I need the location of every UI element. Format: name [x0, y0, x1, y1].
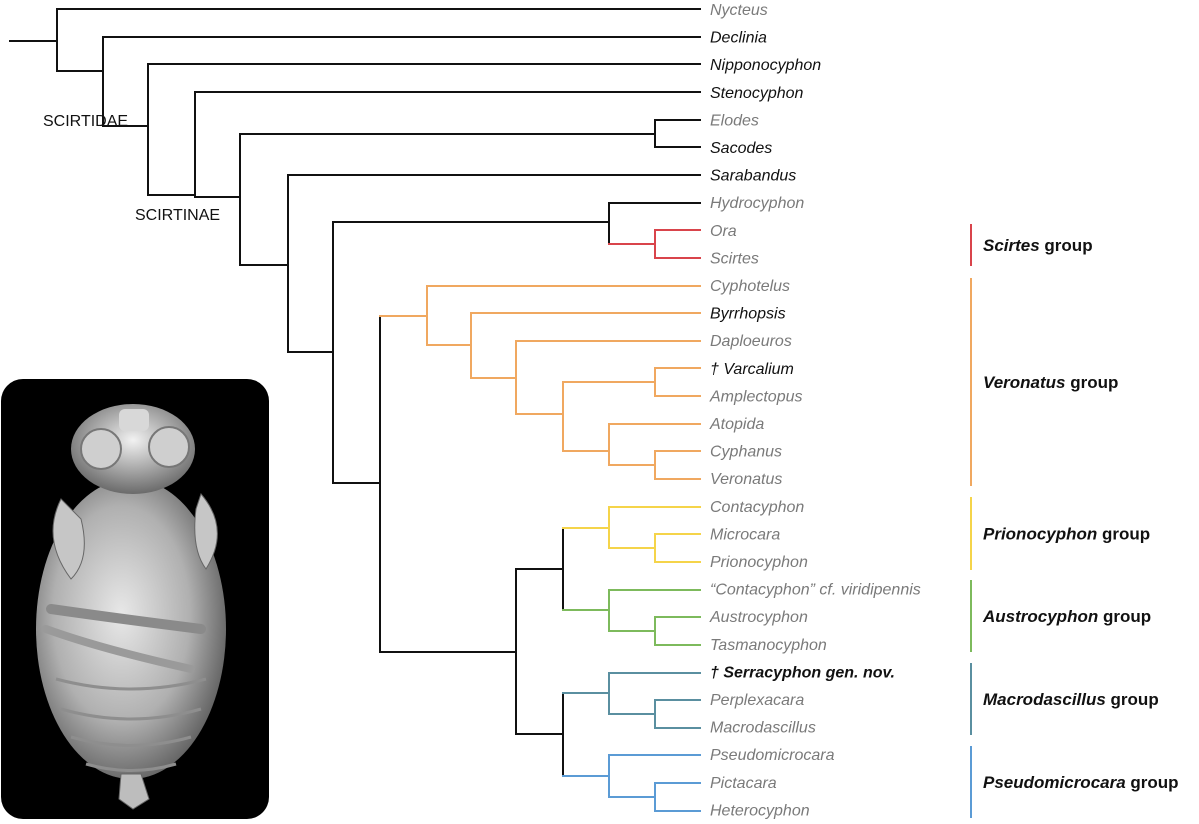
taxon-label: Pseudomicrocara: [710, 747, 835, 764]
taxon-label: Contacyphon: [710, 499, 804, 516]
group-label: Macrodascillus group: [983, 690, 1159, 709]
taxon-label: Nycteus: [710, 2, 768, 19]
taxon-label: Austrocyphon: [709, 609, 808, 626]
taxon-label: † Varcalium: [710, 361, 794, 378]
taxon-label: Stenocyphon: [710, 85, 804, 102]
taxon-label: Declinia: [710, 30, 767, 47]
clade-label-scirtinae: SCIRTINAE: [135, 207, 220, 224]
group-label: Scirtes group: [983, 236, 1093, 255]
group-label: Austrocyphon group: [982, 607, 1151, 626]
group-label: Veronatus group: [983, 373, 1118, 392]
clade-label-scirtidae: SCIRTIDAE: [43, 113, 128, 130]
tree-branches: [9, 8, 701, 812]
taxon-label: Cyphanus: [710, 444, 782, 461]
taxon-label: “Contacyphon” cf. viridipennis: [710, 582, 921, 599]
taxon-label: Elodes: [710, 112, 759, 129]
taxon-label: Scirtes: [710, 250, 759, 267]
taxon-label: Heterocyphon: [710, 802, 810, 819]
beetle-specimen-image: [1, 379, 269, 819]
taxon-label: Perplexacara: [710, 692, 804, 709]
taxon-label: Daploeuros: [710, 333, 792, 350]
taxon-label: Atopida: [709, 416, 764, 433]
taxon-label: Amplectopus: [709, 388, 803, 405]
taxon-label: Sacodes: [710, 140, 772, 157]
group-label: Prionocyphon group: [983, 525, 1150, 544]
taxon-label: Macrodascillus: [710, 720, 816, 737]
taxon-label: Sarabandus: [710, 168, 796, 185]
taxon-label: Microcara: [710, 526, 780, 543]
taxon-label: Veronatus: [710, 471, 782, 488]
beetle-icon: [36, 404, 226, 810]
taxon-label: Pictacara: [710, 775, 777, 792]
taxon-label: Tasmanocyphon: [710, 637, 827, 654]
taxon-label: Prionocyphon: [710, 554, 808, 571]
group-label: Pseudomicrocara group: [983, 773, 1179, 792]
taxon-label: Cyphotelus: [710, 278, 790, 295]
taxon-label: Nipponocyphon: [710, 57, 821, 74]
taxon-label: Hydrocyphon: [710, 195, 804, 212]
taxon-label: † Serracyphon gen. nov.: [710, 664, 895, 681]
taxon-label: Byrrhopsis: [710, 306, 786, 323]
taxon-label: Ora: [710, 223, 737, 240]
taxon-labels: NycteusDecliniaNipponocyphonStenocyphonE…: [709, 2, 921, 819]
